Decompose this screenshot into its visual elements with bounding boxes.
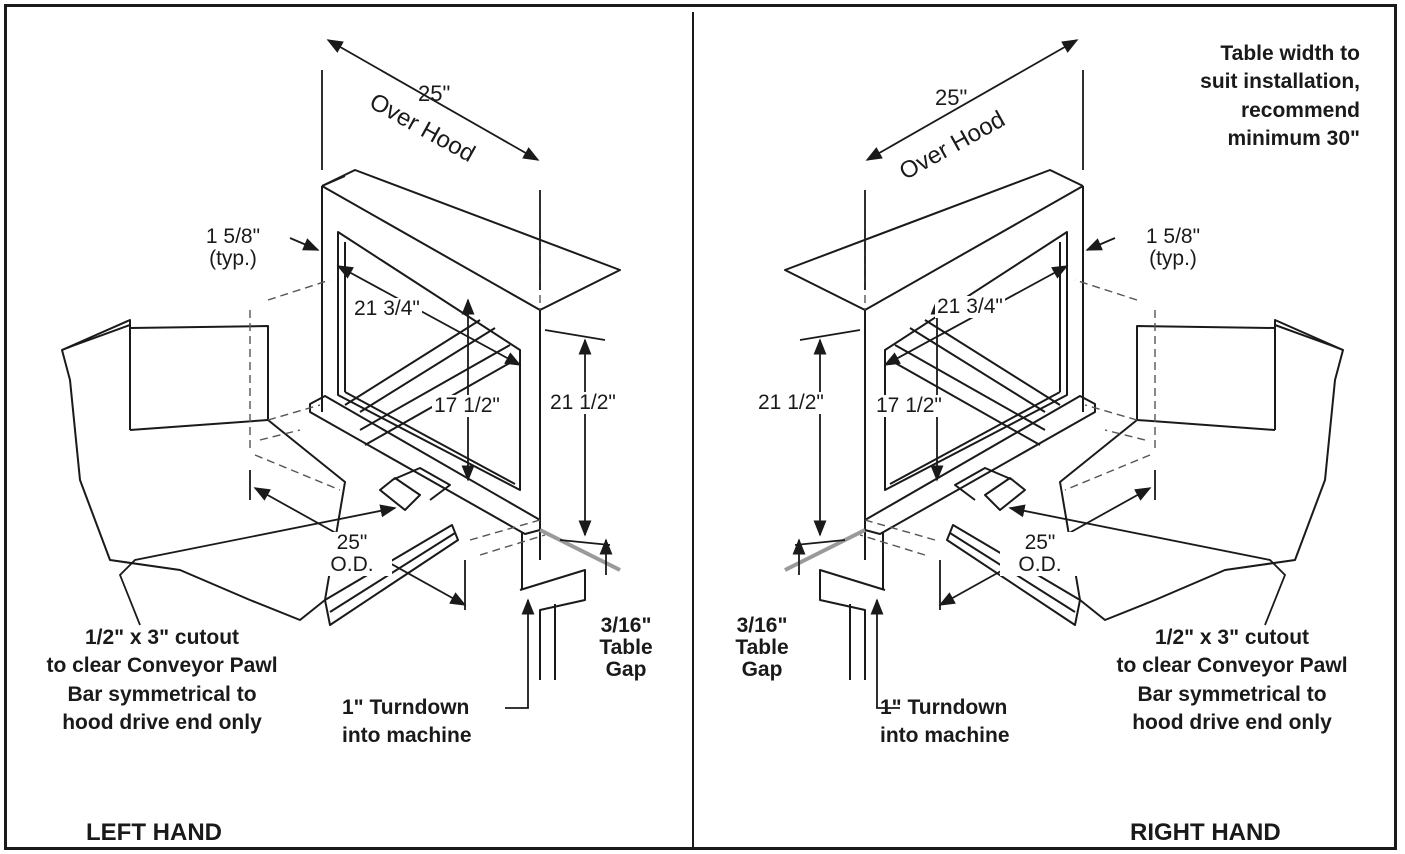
left-table-gap: 3/16" Table Gap <box>576 614 676 682</box>
left-total-height: 21 1/2" <box>548 391 618 415</box>
left-turndown-box <box>519 569 586 680</box>
right-opening-width: 21 3/4" <box>935 295 1005 319</box>
left-opening-width: 21 3/4" <box>352 297 422 321</box>
left-table-gap-value: 3/16" <box>600 614 652 637</box>
right-turndown-note: 1" Turndown into machine <box>880 694 1010 751</box>
left-table-outline <box>61 319 346 621</box>
right-wall-value: 1 5/8" <box>1145 225 1201 248</box>
right-note-line3: recommend <box>1240 98 1360 122</box>
right-wall-note: (typ.) <box>1149 247 1197 271</box>
left-turndown-leader <box>505 598 535 709</box>
right-cutout-line4: hood drive end only <box>1132 711 1332 735</box>
right-opening-height: 17 1/2" <box>874 394 944 418</box>
right-note-line4: minimum 30" <box>1227 127 1361 151</box>
right-table-gap-value: 3/16" <box>736 614 788 637</box>
right-hand-caption: RIGHT HAND <box>1130 819 1281 846</box>
left-cutout-line1: 1/2" x 3" cutout <box>84 626 240 649</box>
left-cutout-line4: hood drive end only <box>62 711 262 735</box>
right-over-hood-value: 25" <box>935 85 968 110</box>
left-table-gap-line1: Table <box>599 636 653 660</box>
right-table-gap-line1: Table <box>735 636 789 660</box>
left-hand-drawing <box>61 169 621 680</box>
left-pawl-mechanism <box>379 467 451 511</box>
left-turndown-note: 1" Turndown into machine <box>342 694 472 751</box>
right-cutout-note: 1/2" x 3" cutout to clear Conveyor Pawl … <box>1080 624 1384 737</box>
left-cutout-note: 1/2" x 3" cutout to clear Conveyor Pawl … <box>12 624 312 737</box>
left-table-gap-line2: Gap <box>605 658 647 682</box>
left-hood-inner <box>344 242 516 485</box>
left-cutout-line2: to clear Conveyor Pawl <box>46 654 278 678</box>
panel-divider <box>692 12 694 848</box>
left-turndown-line1: 1" Turndown <box>342 696 470 719</box>
right-hand-drawing-mirror <box>784 39 1344 709</box>
left-hidden-lines <box>249 230 546 556</box>
left-table-gap-bar <box>539 528 621 572</box>
left-hood-opening <box>337 231 521 491</box>
left-wall-leader <box>289 237 320 251</box>
right-cutout-line1: 1/2" x 3" cutout <box>1154 626 1310 649</box>
right-turndown-line1: 1" Turndown <box>880 696 1008 719</box>
right-cutout-line2: to clear Conveyor Pawl <box>1116 654 1348 678</box>
right-total-height: 21 1/2" <box>756 391 826 415</box>
right-table-gap: 3/16" Table Gap <box>712 614 812 682</box>
left-over-hood-value: 25" <box>418 81 451 106</box>
left-table-lip <box>61 324 131 351</box>
left-wall-thickness: 1 5/8" (typ.) <box>178 225 288 271</box>
left-od-dimension: 25" O.D. <box>312 531 392 577</box>
left-hood-base <box>309 395 541 535</box>
left-cutout-leader <box>118 504 397 626</box>
right-od-label: O.D. <box>1018 553 1062 577</box>
right-cutout-line3: Bar symmetrical to <box>1137 682 1327 706</box>
left-opening-height: 17 1/2" <box>432 394 502 418</box>
left-table-surface <box>129 328 269 431</box>
right-table-width-note: Table width to suit installation, recomm… <box>1110 40 1360 153</box>
right-od-dimension: 25" O.D. <box>1000 531 1080 577</box>
right-note-line2: suit installation, <box>1200 70 1360 94</box>
left-wall-value: 1 5/8" <box>205 225 261 248</box>
left-od-label: O.D. <box>330 553 374 577</box>
left-turndown-line2: into machine <box>342 724 472 748</box>
right-table-gap-line2: Gap <box>741 658 783 682</box>
left-opening-width-dim <box>336 265 522 366</box>
right-turndown-line2: into machine <box>880 724 1010 748</box>
left-hood-top <box>321 169 621 311</box>
left-hand-caption: LEFT HAND <box>86 819 222 846</box>
left-cutout-line3: Bar symmetrical to <box>67 682 257 706</box>
right-od-value: 25" <box>1024 531 1056 554</box>
right-note-line1: Table width to <box>1220 42 1360 65</box>
left-od-value: 25" <box>336 531 368 554</box>
left-over-hood-dim <box>326 39 540 161</box>
right-wall-thickness: 1 5/8" (typ.) <box>1118 225 1228 271</box>
left-wall-note: (typ.) <box>209 247 257 271</box>
